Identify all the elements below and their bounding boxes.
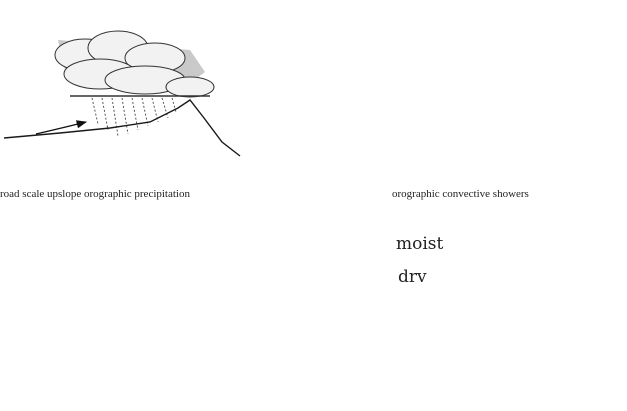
label-moist-layer: moist <box>396 234 443 254</box>
caption-upslope-precipitation: road scale upslope orographic precipitat… <box>0 188 190 200</box>
label-dry-layer: drv <box>398 267 427 287</box>
caption-convective-showers: orographic convective showers <box>392 188 529 200</box>
panel-upslope-precipitation <box>4 31 240 156</box>
rain-streaks <box>92 98 176 136</box>
mountain-slope <box>4 100 240 156</box>
